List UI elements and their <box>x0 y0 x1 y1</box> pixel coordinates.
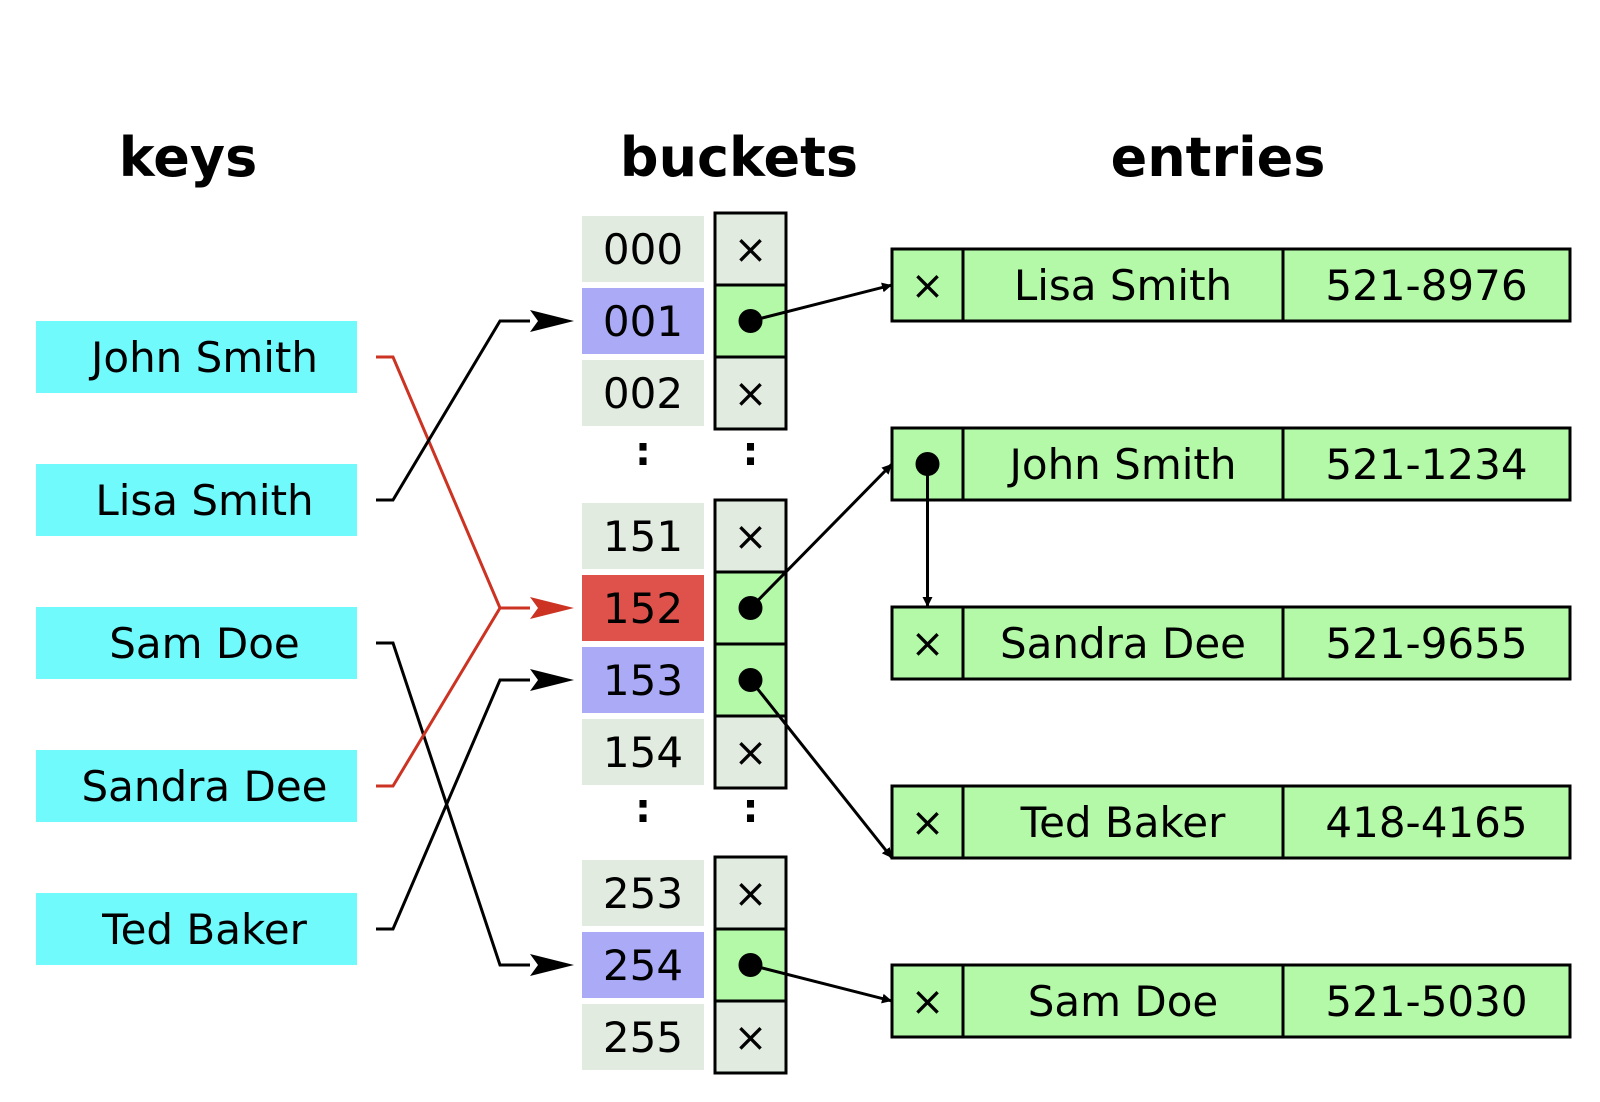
null-mark: × <box>734 514 768 560</box>
buckets-header: buckets <box>620 126 858 189</box>
null-mark: × <box>734 871 768 917</box>
null-mark: × <box>911 800 945 846</box>
entry-phone: 418-4165 <box>1325 798 1527 847</box>
bucket-index-label: 253 <box>603 869 683 918</box>
entry-phone: 521-8976 <box>1325 261 1527 310</box>
bucket-index-label: 152 <box>603 584 683 633</box>
bucket-index-label: 255 <box>603 1013 683 1062</box>
entry-name: Lisa Smith <box>1014 261 1232 310</box>
bucket-index-label: 153 <box>603 656 683 705</box>
key-box <box>36 750 357 822</box>
key-label: John Smith <box>88 333 318 382</box>
null-mark: × <box>734 227 768 273</box>
slot-pointer-arrow <box>749 462 894 610</box>
key-box <box>36 321 357 393</box>
arrow-head <box>530 669 574 691</box>
entry-record <box>890 247 1572 323</box>
bucket-index-cell <box>582 932 704 998</box>
bucket-index-label: 254 <box>603 941 683 990</box>
arrow-head <box>530 310 574 332</box>
entry-name: John Smith <box>1006 440 1236 489</box>
null-mark: × <box>911 263 945 309</box>
bucket-slot <box>713 999 788 1075</box>
slot-pointer-arrow <box>750 282 893 323</box>
entry-phone: 521-1234 <box>1325 440 1527 489</box>
entry-phone: 521-5030 <box>1325 977 1527 1026</box>
bucket-index-cell <box>582 216 704 282</box>
entry-name: Sandra Dee <box>1000 619 1246 668</box>
bucket-index-cell <box>582 575 704 641</box>
null-mark: × <box>911 621 945 667</box>
bucket-index-cell <box>582 719 704 785</box>
bucket-slot <box>713 714 788 790</box>
slot-pointer-arrow <box>750 963 893 1004</box>
bucket-index-cell <box>582 503 704 569</box>
ellipsis-mark: : <box>743 429 759 475</box>
entry-record <box>890 963 1572 1039</box>
bucket-index-label: 001 <box>603 297 683 346</box>
bucket-index-label: 154 <box>603 728 683 777</box>
entries-header: entries <box>1111 126 1326 189</box>
null-mark: × <box>911 979 945 1025</box>
hash-links <box>376 310 574 976</box>
key-box <box>36 464 357 536</box>
ellipsis-mark: : <box>743 786 759 832</box>
bucket-index-cell <box>582 860 704 926</box>
key-label: Lisa Smith <box>95 476 313 525</box>
null-mark: × <box>734 730 768 776</box>
entry-record <box>890 784 1572 860</box>
hash-link-line <box>376 606 530 788</box>
bucket-index-cell <box>582 288 704 354</box>
bucket-slot <box>713 355 788 431</box>
entry-record <box>890 426 1572 502</box>
arrow-head <box>530 597 574 619</box>
bucket-index-cell <box>582 360 704 426</box>
bucket-index-cell <box>582 647 704 713</box>
ellipsis-mark: : <box>635 786 651 832</box>
ellipsis-mark: : <box>635 429 651 475</box>
keys-header: keys <box>119 126 257 189</box>
key-box <box>36 893 357 965</box>
key-label: Sam Doe <box>109 619 300 668</box>
entry-name: Sam Doe <box>1028 977 1219 1026</box>
bucket-index-label: 151 <box>603 512 683 561</box>
key-label: Sandra Dee <box>81 762 327 811</box>
bucket-index-cell <box>582 1004 704 1070</box>
key-box <box>36 607 357 679</box>
entry-phone: 521-9655 <box>1325 619 1527 668</box>
bucket-index-label: 002 <box>603 369 683 418</box>
hash-link-line <box>376 355 530 610</box>
arrow-head <box>530 954 574 976</box>
entry-record <box>890 605 1572 681</box>
null-mark: × <box>734 371 768 417</box>
bucket-slot <box>713 855 788 931</box>
slot-pointers <box>749 282 933 1004</box>
null-mark: × <box>734 1015 768 1061</box>
bucket-index-label: 000 <box>603 225 683 274</box>
hash-link-line <box>376 678 530 931</box>
entry-name: Ted Baker <box>1020 798 1227 847</box>
hash-link-line <box>376 319 530 502</box>
slot-pointer-arrow <box>749 679 894 859</box>
key-label: Ted Baker <box>101 905 308 954</box>
